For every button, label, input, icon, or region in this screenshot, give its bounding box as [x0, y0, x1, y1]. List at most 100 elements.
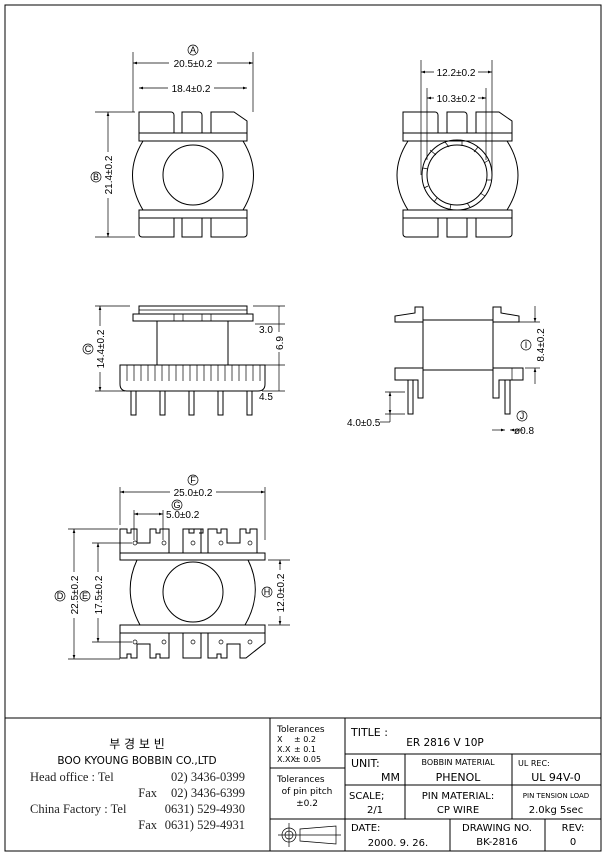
drawing-line: [183, 528, 202, 553]
dimension-label: TITLE :: [350, 726, 388, 739]
drawing-line: [126, 365, 261, 381]
dimension-label: D: [57, 591, 64, 601]
dimension-label: 2/1: [367, 805, 383, 816]
dimension-label: B: [93, 172, 99, 182]
drawing-line: [168, 83, 214, 93]
drawing-line: [504, 380, 511, 415]
drawing-line: [396, 140, 519, 211]
drawing-line: [132, 140, 254, 211]
dimension-label: E: [82, 591, 88, 601]
drawing-line: [275, 570, 285, 616]
drawing-line: [119, 633, 170, 659]
dimension-label: C: [85, 344, 92, 354]
drawing-line: [247, 639, 253, 645]
dimension-label: 8.4±0.2: [536, 328, 547, 362]
drawing-line: [119, 364, 266, 392]
dimension-label: 4.5: [259, 392, 273, 403]
dimension-label: 18.4±0.2: [172, 84, 211, 95]
dimension-label: 0: [570, 837, 576, 848]
title-block: 부 경 보 빈 BOO KYOUNG BOBBIN CO.,LTD Head o…: [5, 717, 601, 851]
dimension-label: X: [277, 735, 283, 744]
drawing-line: [394, 306, 424, 323]
dimension-label: ±0.2: [296, 799, 318, 809]
drawing-line: [182, 633, 202, 659]
dimension-label: 0631) 529-4931: [165, 818, 245, 832]
callout-f: [187, 474, 199, 486]
dimension-label: 20.5±0.2: [174, 59, 213, 70]
dimension-label: 0631) 529-4930: [165, 802, 245, 816]
drawing-line: [422, 167, 429, 170]
drawing-line: [93, 572, 103, 618]
drawing-line: [402, 111, 439, 134]
dimension-label: PHENOL: [436, 771, 482, 784]
callout-d: [54, 590, 66, 602]
dimension-label: ER 2816 V 10P: [406, 737, 484, 749]
drawing-line: [444, 141, 450, 148]
drawing-line: [119, 552, 266, 561]
dimension-label: DATE:: [351, 823, 380, 834]
dimension-label: J: [520, 411, 525, 421]
drawing-line: [119, 528, 170, 553]
dimension-label: 25.0±0.2: [174, 488, 213, 499]
drawing-line: [475, 111, 513, 134]
drawing-line: [161, 540, 167, 546]
dimension-label: ± 0.05: [294, 755, 321, 764]
drawing-line: [483, 159, 490, 164]
dimension-label: 10.3±0.2: [437, 94, 476, 105]
drawing-line: [162, 561, 224, 623]
callout-g: [171, 499, 183, 511]
drawing-line: [422, 140, 491, 210]
drawing-line: [423, 185, 429, 189]
drawing-line: [466, 202, 471, 208]
drawing-line: [299, 825, 337, 845]
dimension-label: UL 94V-0: [531, 771, 581, 784]
drawing-line: [402, 209, 513, 219]
drawing-line: [138, 111, 175, 134]
drawing-line: [475, 217, 513, 238]
drawing-line: [426, 144, 488, 206]
dimension-label: Fax: [138, 786, 158, 800]
drawing-line: [181, 111, 203, 134]
dimension-label: MM: [381, 771, 400, 784]
dimension-label: X.XX: [277, 755, 297, 764]
drawing-line: [132, 639, 138, 645]
dimension-label: UNIT:: [351, 757, 380, 770]
dimension-label: 22.5±0.2: [70, 575, 81, 614]
callout-c: [82, 343, 94, 355]
drawing-line: [217, 391, 224, 416]
drawing-line: [138, 209, 248, 219]
dimension-label: I: [525, 340, 528, 350]
dimension-label: ø0.8: [514, 426, 534, 437]
drawing-line: [162, 144, 224, 206]
dimension-label: CP WIRE: [437, 805, 479, 816]
drawing-line: [247, 540, 253, 546]
drawing-line: [433, 197, 438, 203]
drawing-line: [429, 149, 437, 156]
dimension-label: Tolerances: [276, 725, 325, 735]
dimension-label: 2.0kg 5sec: [529, 805, 583, 816]
drawing-line: [103, 152, 113, 198]
dimension-label: SCALE;: [349, 791, 384, 802]
dimension-label: 17.5±0.2: [94, 575, 105, 614]
dimension-label: REV:: [562, 823, 585, 834]
dimension-label: BOBBIN MATERIAL: [421, 758, 495, 767]
dimension-label: 02) 3436-0399: [171, 770, 245, 784]
callout-i: [520, 339, 532, 351]
callout-b: [90, 171, 102, 183]
drawing-line: [207, 528, 258, 553]
top-left-view: A 20.5±0.2 18.4±0.2 B 21.4±0.2: [90, 44, 254, 238]
dimension-label: of pin pitch: [282, 787, 333, 797]
drawing-line: [446, 217, 468, 238]
drawing-line: [138, 217, 175, 238]
drawing-line: [207, 633, 266, 659]
dimension-label: DRAWING NO.: [462, 823, 532, 834]
dimension-label: 4.0±0.5: [347, 418, 381, 429]
dimension-label: 6.9: [275, 336, 286, 350]
callout-e: [79, 590, 91, 602]
drawing-line: [218, 639, 224, 645]
drawing-line: [69, 572, 79, 618]
dimension-label: 3.0: [259, 325, 273, 336]
dimension-label: G: [173, 500, 180, 510]
dimension-label: UL REC:: [518, 759, 550, 768]
